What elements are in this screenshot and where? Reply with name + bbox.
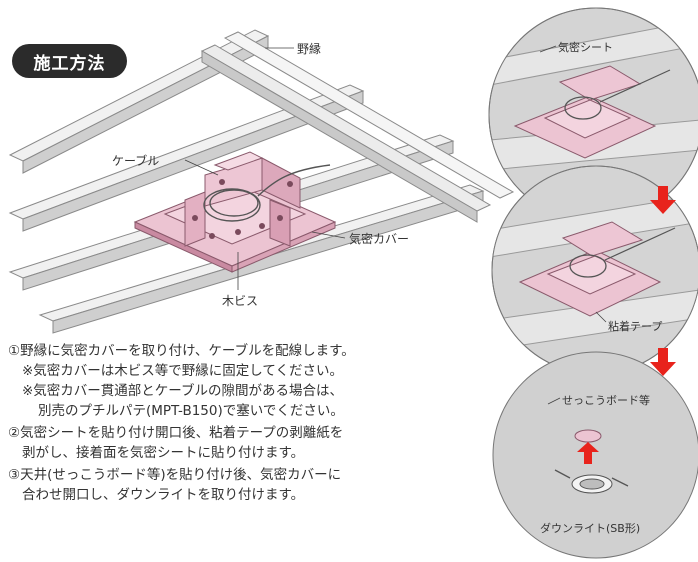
airtight-cover bbox=[133, 151, 337, 273]
label-sheet: 気密シート bbox=[558, 41, 613, 54]
label-board: せっこうボード等 bbox=[562, 394, 650, 407]
arrow-down-icon bbox=[650, 186, 676, 214]
detail-circle-sheet bbox=[488, 7, 698, 223]
step-1-note-2: ※気密カバー貫通部とケーブルの隙間がある場合は、 bbox=[22, 383, 344, 399]
label-cable: ケーブル bbox=[112, 154, 160, 168]
step-3-cont: 合わせ開口し、ダウンライトを取り付けます。 bbox=[22, 487, 305, 503]
label-tape: 粘着テープ bbox=[608, 320, 663, 333]
flow-arrows bbox=[577, 186, 676, 464]
screw-holes bbox=[192, 179, 293, 239]
detail-circle-tape bbox=[491, 165, 698, 375]
step-1-note-2-cont: 別売のプチルパテ(MPT-B150)で塞いでください。 bbox=[38, 403, 344, 419]
leader-cable bbox=[184, 159, 219, 176]
instruction-steps: ①野縁に気密カバーを取り付け、ケーブルを配線します。 ※気密カバーは木ビス等で野… bbox=[8, 341, 478, 505]
step-1-note-1: ※気密カバーは木ビス等で野縁に固定してください。 bbox=[22, 363, 344, 379]
label-screw: 木ビス bbox=[222, 294, 259, 308]
step-1: ①野縁に気密カバーを取り付け、ケーブルを配線します。 bbox=[8, 343, 355, 359]
arrow-down-icon bbox=[650, 348, 676, 376]
label-cover: 気密カバー bbox=[349, 232, 410, 246]
cable bbox=[203, 164, 331, 222]
leader-cover bbox=[311, 231, 346, 239]
step-3: ③天井(せっこうボード等)を貼り付け後、気密カバーに bbox=[8, 467, 342, 483]
arrow-up-icon bbox=[577, 442, 599, 464]
section-title-badge: 施工方法 bbox=[12, 44, 127, 78]
label-noen: 野縁 bbox=[297, 42, 322, 56]
label-downlight: ダウンライト(SB形) bbox=[540, 522, 641, 535]
step-2: ②気密シートを貼り付け開口後、粘着テープの剥離紙を bbox=[8, 425, 344, 441]
step-2-cont: 剥がし、接着面を気密シートに貼り付けます。 bbox=[22, 445, 305, 461]
detail-circle-downlight bbox=[492, 351, 698, 559]
